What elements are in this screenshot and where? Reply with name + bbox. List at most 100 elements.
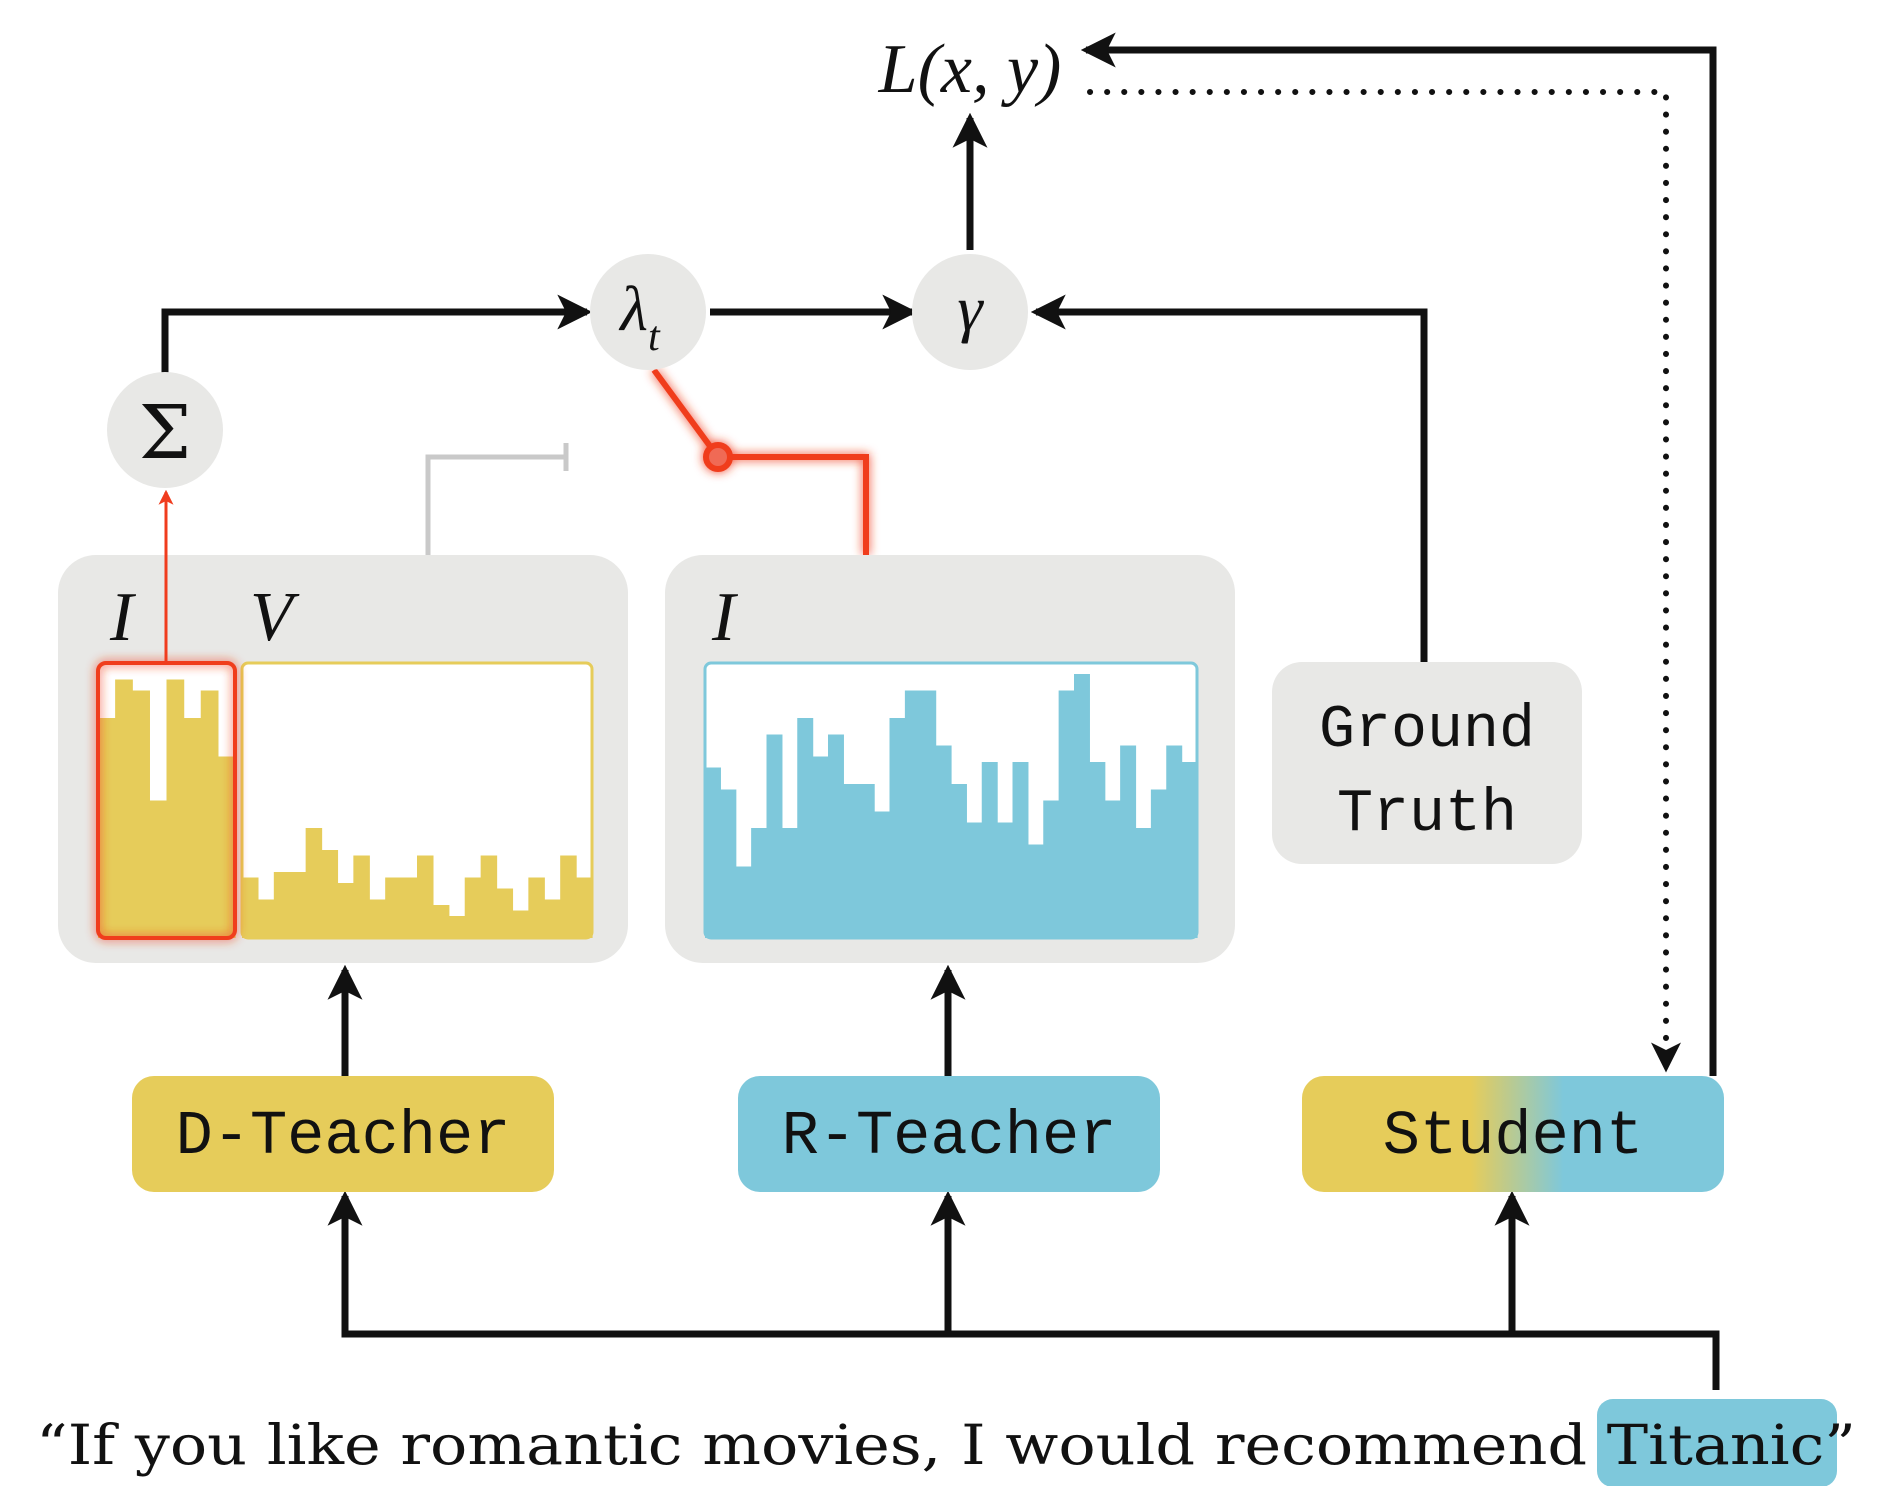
histogram-bar [369,899,386,938]
histogram-bar [781,828,798,938]
d-teacher-i-chart [98,679,236,938]
histogram-bar [1058,690,1075,938]
histogram-bar [766,734,783,938]
histogram-bar [305,828,323,938]
highlight-token-bg [1597,1399,1837,1486]
histogram-bar [166,679,185,938]
histogram-bar [720,789,737,938]
v-chart [242,828,593,938]
histogram-bar [920,690,937,938]
lambda-node: λt [590,254,706,370]
gate-node [703,442,733,472]
histogram-bar [797,718,814,938]
histogram-bar [1027,844,1044,938]
connectors [161,32,1720,1390]
arrow-ground-truth-to-gamma [1030,294,1428,662]
d-teacher-label-i: I [109,579,137,656]
histogram-bar [200,690,219,938]
histogram-bar [560,855,577,938]
r-teacher-label-i: I [711,579,739,656]
histogram-bar [432,905,450,938]
gamma-symbol: γ [957,273,984,344]
histogram-bar [1120,745,1137,938]
histogram-bar [217,756,236,938]
histogram-bar [353,855,370,938]
histogram-bar [464,877,482,938]
histogram-bar [751,828,768,938]
histogram-bar [496,888,514,938]
histogram-bar [273,872,291,938]
ground-truth-line2: Truth [1337,781,1517,849]
disabled-connector-v [425,443,569,555]
histogram-bar [448,916,466,938]
histogram-bar [149,800,168,938]
r-teacher-i-chart [705,674,1198,938]
histogram-bar [417,855,434,938]
svg-text:“If you like romantic movies,: “If you like romantic movies, I would re… [36,1413,1856,1477]
histogram-bar [1181,762,1198,938]
histogram-bar [257,899,275,938]
d-teacher-label-v: V [250,579,300,656]
histogram-bar [1166,745,1183,938]
histogram-bar [132,690,150,938]
histogram-bar [385,877,402,938]
histogram-bar [337,883,354,938]
sentence-after: ” [1824,1413,1856,1477]
histogram-bar [858,784,875,938]
lambda-subscript: t [648,314,661,360]
histogram-bar [115,679,133,938]
histogram-bar [480,855,498,938]
histogram-bar [544,899,561,938]
histogram-bar [828,734,844,938]
histogram-bar [528,877,545,938]
histogram-bar [321,850,339,938]
r-teacher-label: R-Teacher [782,1101,1117,1172]
histogram-bar [735,866,752,938]
histogram-bar [966,822,983,938]
histogram-bar [997,822,1014,938]
r-teacher-panel: I [665,555,1235,963]
sum-node: Σ [107,372,223,488]
gamma-node: γ [912,254,1028,370]
loss-function: L(x, y) [878,31,1062,108]
histogram-bar [1104,800,1121,938]
histogram-bar [289,872,307,938]
histogram-bar [904,690,921,938]
histogram-bar [1043,800,1060,938]
histogram-bar [183,718,202,938]
histogram-bar [1074,674,1090,938]
student-box: Student [1302,1076,1724,1192]
d-teacher-panel: I V [58,555,628,963]
arrow-sum-to-lambda [161,294,593,373]
lambda-symbol: λ [618,273,648,344]
histogram-bar [874,811,891,938]
histogram-bar [981,762,998,938]
sum-symbol: Σ [139,390,191,476]
svg-text:λt: λt [618,273,661,360]
histogram-bar [512,910,529,938]
histogram-bar [889,718,906,938]
histogram-bar [1150,789,1167,938]
histogram-bar [98,718,116,938]
histogram-bar [242,877,259,938]
histogram-bar [935,745,952,938]
ground-truth-box: Ground Truth [1272,662,1582,864]
histogram-bar [705,767,721,938]
d-teacher-box: D-Teacher [132,1076,554,1192]
student-label: Student [1383,1101,1643,1172]
histogram-bar [576,877,593,938]
loss-label: L(x, y) [878,31,1062,108]
histogram-bar [1135,828,1152,938]
sentence-before: “If you like romantic movies, I would re… [36,1413,1607,1477]
histogram-bar [812,756,829,938]
histogram-bar [1089,762,1106,938]
histogram-bar [401,877,418,938]
highlighted-token: Titanic [1607,1413,1825,1477]
red-gate-connector [651,368,869,555]
input-sentence: “If you like romantic movies, I would re… [36,1399,1856,1486]
r-teacher-box: R-Teacher [738,1076,1160,1192]
input-bus [327,1190,1720,1390]
ground-truth-line1: Ground [1319,697,1535,765]
histogram-bar [1012,762,1029,938]
